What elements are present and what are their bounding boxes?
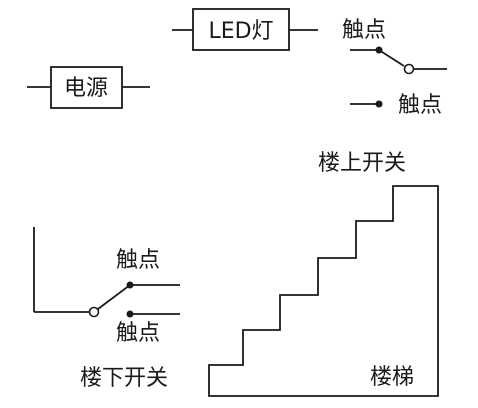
downstairs-contact-lower-label: 触点 xyxy=(116,321,160,346)
downstairs-switch-blade xyxy=(97,284,131,310)
power-label: 电源 xyxy=(64,76,108,101)
top-contact-upper-label: 触点 xyxy=(342,18,386,43)
upstairs-switch-label: 楼上开关 xyxy=(318,151,406,176)
top-contact-lower-label: 触点 xyxy=(398,93,442,118)
downstairs-switch-label: 楼下开关 xyxy=(80,366,168,391)
downstairs-contact-upper-label: 触点 xyxy=(116,248,160,273)
downstairs-switch-pivot xyxy=(88,306,100,318)
top-switch-pivot xyxy=(403,63,415,75)
led-label: LED灯 xyxy=(208,19,273,44)
led-component: LED灯 xyxy=(172,8,318,51)
top-switch-legend: 触点 触点 xyxy=(342,18,447,118)
staircase-outline xyxy=(208,185,439,397)
top-contact-lower-point xyxy=(375,100,383,108)
staircase-label: 楼梯 xyxy=(370,365,414,390)
top-switch-blade xyxy=(378,49,405,67)
power-component: 电源 xyxy=(27,66,150,109)
downstairs-switch: 触点 触点 xyxy=(33,227,180,346)
